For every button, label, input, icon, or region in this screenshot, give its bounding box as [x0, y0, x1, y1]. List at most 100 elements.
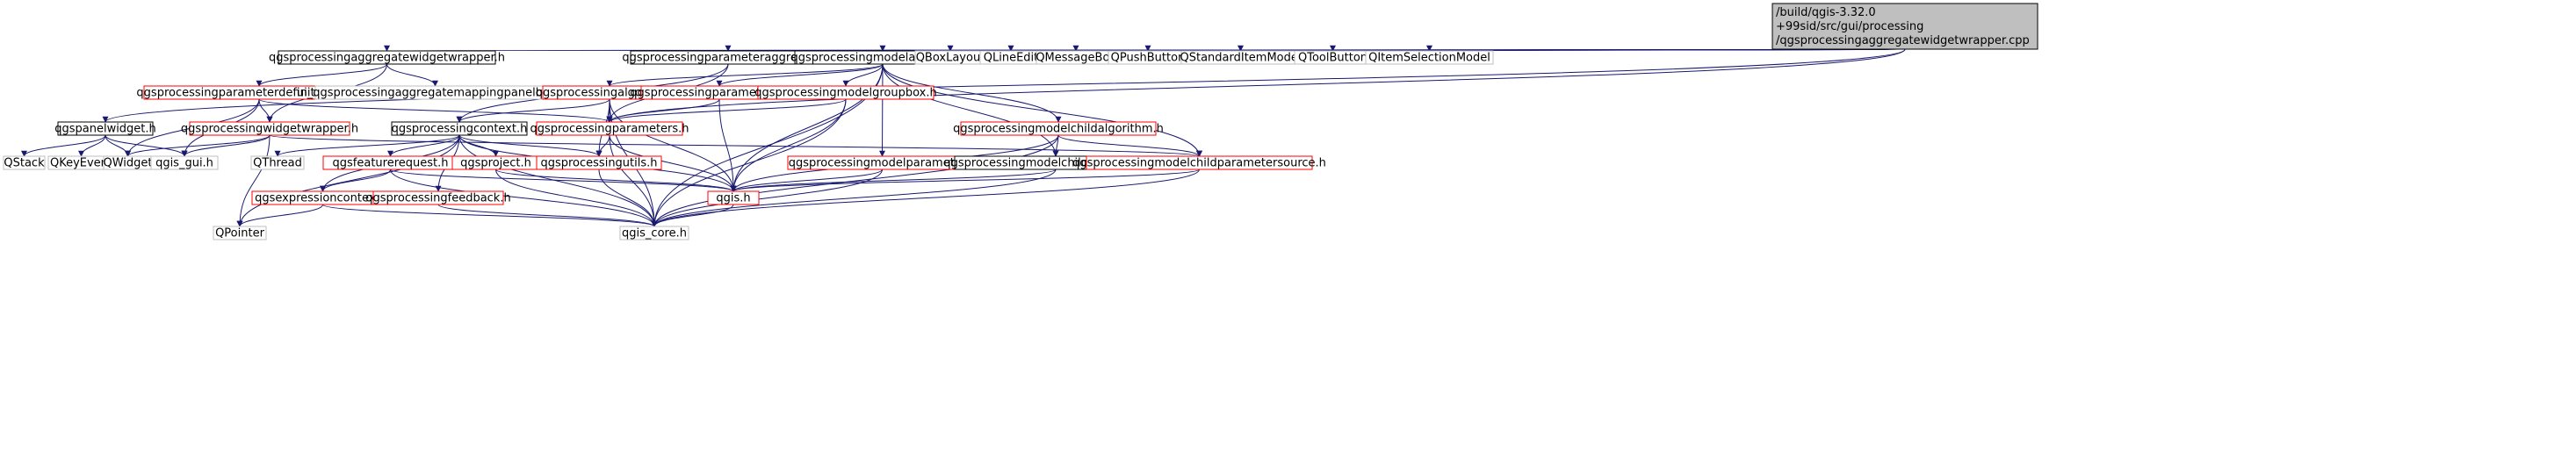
node-modelgroupbox_h[interactable]: qgsprocessingmodelgroupbox.h [754, 85, 937, 100]
edge-aggwidgetwrapper_h-to-paramdefwidget_h [256, 63, 387, 87]
node-label: qgsprocessingparameteraggregate.h [622, 52, 833, 65]
edge-context_h-to-qgis_core_h [458, 134, 658, 227]
node-label: QStandardItemModel [1180, 52, 1302, 65]
edge-featurerequest_h-to-exprcontext_h [320, 169, 391, 192]
node-label: ui_qgsprocessingaggregatemappingpanelbas… [297, 87, 574, 100]
node-label: qgsprocessingfeedback.h [365, 192, 510, 205]
edge-modelalgorithm_h-to-modelchildalg_h [882, 63, 1062, 123]
node-QStack: QStack [3, 155, 46, 170]
node-box [1086, 155, 1313, 170]
node-label: QKeyEvent [50, 157, 112, 170]
edge-qgis_h-to-qgis_core_h [651, 204, 734, 227]
edge-paramtype_h-to-parameters_h [606, 98, 720, 123]
edge-modelalgorithm_h-to-algorithm_h [606, 63, 884, 87]
node-box [189, 121, 350, 136]
node-QKeyEvent: QKeyEvent [47, 155, 115, 170]
edge-panelwidget_h-to-QKeyEvent [78, 134, 106, 157]
node-utils_h[interactable]: qgsprocessingutils.h [536, 155, 662, 170]
node-project_h[interactable]: qgsproject.h [451, 155, 540, 170]
node-label: QWidget [103, 157, 152, 170]
edge-modelchildalg_h-to-qgis_core_h [651, 134, 1059, 227]
edge-modelalgorithm_h-to-qgis_h [730, 63, 884, 192]
node-parameters_h[interactable]: qgsprocessingparameters.h [530, 121, 689, 136]
node-box [150, 155, 219, 170]
edge-modelparameter_h-to-qgis_h [730, 169, 883, 192]
edge-childparamsource_h-to-qgis_core_h [651, 169, 1200, 227]
node-label: qgsprocessingaggregatewidgetwrapper.h [269, 52, 505, 65]
edge-widgetwrapper_h-to-QPointer [236, 134, 271, 227]
node-label: QBoxLayout [916, 52, 985, 65]
node-label: /qgsprocessingaggregatewidgetwrapper.cpp [1776, 34, 2030, 47]
edge-algorithm_h-to-context_h [456, 98, 610, 123]
node-label: qgsfeaturerequest.h [333, 157, 449, 170]
edge-parameters_h-to-qgis_h [609, 134, 737, 192]
node-label: +99sid/src/gui/processing [1776, 20, 1923, 33]
node-label: QPointer [215, 227, 265, 240]
node-label: qgis_gui.h [155, 157, 213, 170]
edge-modelalgorithm_h-to-modelparameter_h [879, 63, 886, 157]
edge-widgetwrapper_h-to-qgis_gui_h [181, 134, 271, 157]
node-label: qgsprocessingmodelparameter.h [789, 157, 977, 170]
edge-childparamsource_h-to-qgis_h [730, 169, 1200, 192]
edge-widgetwrapper_h-to-childparamsource_h [269, 134, 1202, 157]
edge-childdependency_h-to-qgis_h [730, 169, 1057, 192]
edge-context_h-to-QPointer [236, 134, 460, 227]
edge-modelalgorithm_h-to-paramtype_h [716, 63, 884, 87]
node-context_h[interactable]: qgsprocessingcontext.h [391, 121, 528, 136]
node-QItemSelectionModel: QItemSelectionModel [1365, 50, 1494, 65]
node-box [3, 155, 46, 170]
node-label: QMessageBox [1035, 52, 1116, 65]
node-QStandardItemModel: QStandardItemModel [1180, 50, 1302, 65]
edge-modelalgorithm_h-to-childdependency_h [882, 63, 1059, 157]
node-qgis_h[interactable]: qgis.h [707, 190, 760, 205]
node-box [619, 226, 689, 240]
edge-featurerequest_h-to-qgis_core_h [390, 169, 658, 227]
node-box [536, 155, 662, 170]
edge-root-to-panelwidget_h [102, 48, 1906, 123]
node-feedback_h[interactable]: qgsprocessingfeedback.h [365, 190, 511, 205]
node-modelparameter_h[interactable]: qgsprocessingmodelparameter.h [787, 155, 978, 170]
node-paramaggregate_h[interactable]: qgsprocessingparameteraggregate.h [622, 50, 834, 65]
node-widgetwrapper_h[interactable]: qgsprocessingwidgetwrapper.h [181, 121, 358, 136]
node-QBoxLayout: QBoxLayout [914, 50, 986, 65]
node-modelchildalg_h[interactable]: qgsprocessingmodelchildalgorithm.h [953, 121, 1164, 136]
node-exprcontext_h[interactable]: qgsexpressioncontext.h [251, 190, 394, 205]
node-label: qgis_core.h [622, 227, 687, 240]
node-box [1365, 50, 1494, 65]
nodes: /build/qgis-3.32.0+99sid/src/gui/process… [3, 3, 2038, 240]
node-QPushButton: QPushButton [1108, 50, 1188, 65]
edge-utils_h-to-qgis_core_h [598, 169, 658, 227]
node-label: qgsexpressioncontext.h [255, 192, 391, 205]
node-label: qgsprocessingparameters.h [530, 123, 689, 136]
edge-project_h-to-qgis_core_h [495, 169, 658, 227]
edge-exprcontext_h-to-qgis_core_h [322, 204, 658, 227]
node-label: qgsprocessingmodelgroupbox.h [754, 87, 936, 100]
node-label: qgis.h [716, 192, 750, 205]
node-QWidget: QWidget [103, 155, 153, 170]
edge-context_h-to-utils_h [458, 134, 603, 157]
node-label: qgsproject.h [460, 157, 531, 170]
node-label: qgspanelwidget.h [54, 123, 156, 136]
node-label: QItemSelectionModel [1368, 52, 1490, 65]
node-box [57, 121, 154, 136]
edge-featurerequest_h-to-qgis_h [390, 169, 737, 192]
node-label: QLineEdit [984, 52, 1039, 65]
node-label: qgsprocessingcontext.h [392, 123, 528, 136]
node-featurerequest_h[interactable]: qgsfeaturerequest.h [322, 155, 458, 170]
node-childparamsource_h[interactable]: qgsprocessingmodelchildparametersource.h [1072, 155, 1326, 170]
edge-aggwidgetwrapper_h-to-ui_mappingpanel [386, 63, 438, 87]
node-box [1771, 3, 2038, 50]
node-box [960, 121, 1157, 136]
edge-paramdefwidget_h-to-parameters_h [258, 98, 613, 123]
node-QThread: QThread [250, 155, 305, 170]
node-aggwidgetwrapper_h[interactable]: qgsprocessingaggregatewidgetwrapper.h [269, 50, 505, 65]
node-label: qgsprocessingmodelchildalgorithm.h [953, 123, 1164, 136]
node-qgis_gui_h: qgis_gui.h [150, 155, 219, 170]
node-panelwidget_h[interactable]: qgspanelwidget.h [54, 121, 156, 136]
node-root[interactable]: /build/qgis-3.32.0+99sid/src/gui/process… [1771, 3, 2038, 50]
node-QToolButton: QToolButton [1294, 50, 1372, 65]
edge-widgetwrapper_h-to-QWidget [125, 134, 271, 157]
node-box [213, 226, 267, 240]
node-QLineEdit: QLineEdit [979, 50, 1043, 65]
